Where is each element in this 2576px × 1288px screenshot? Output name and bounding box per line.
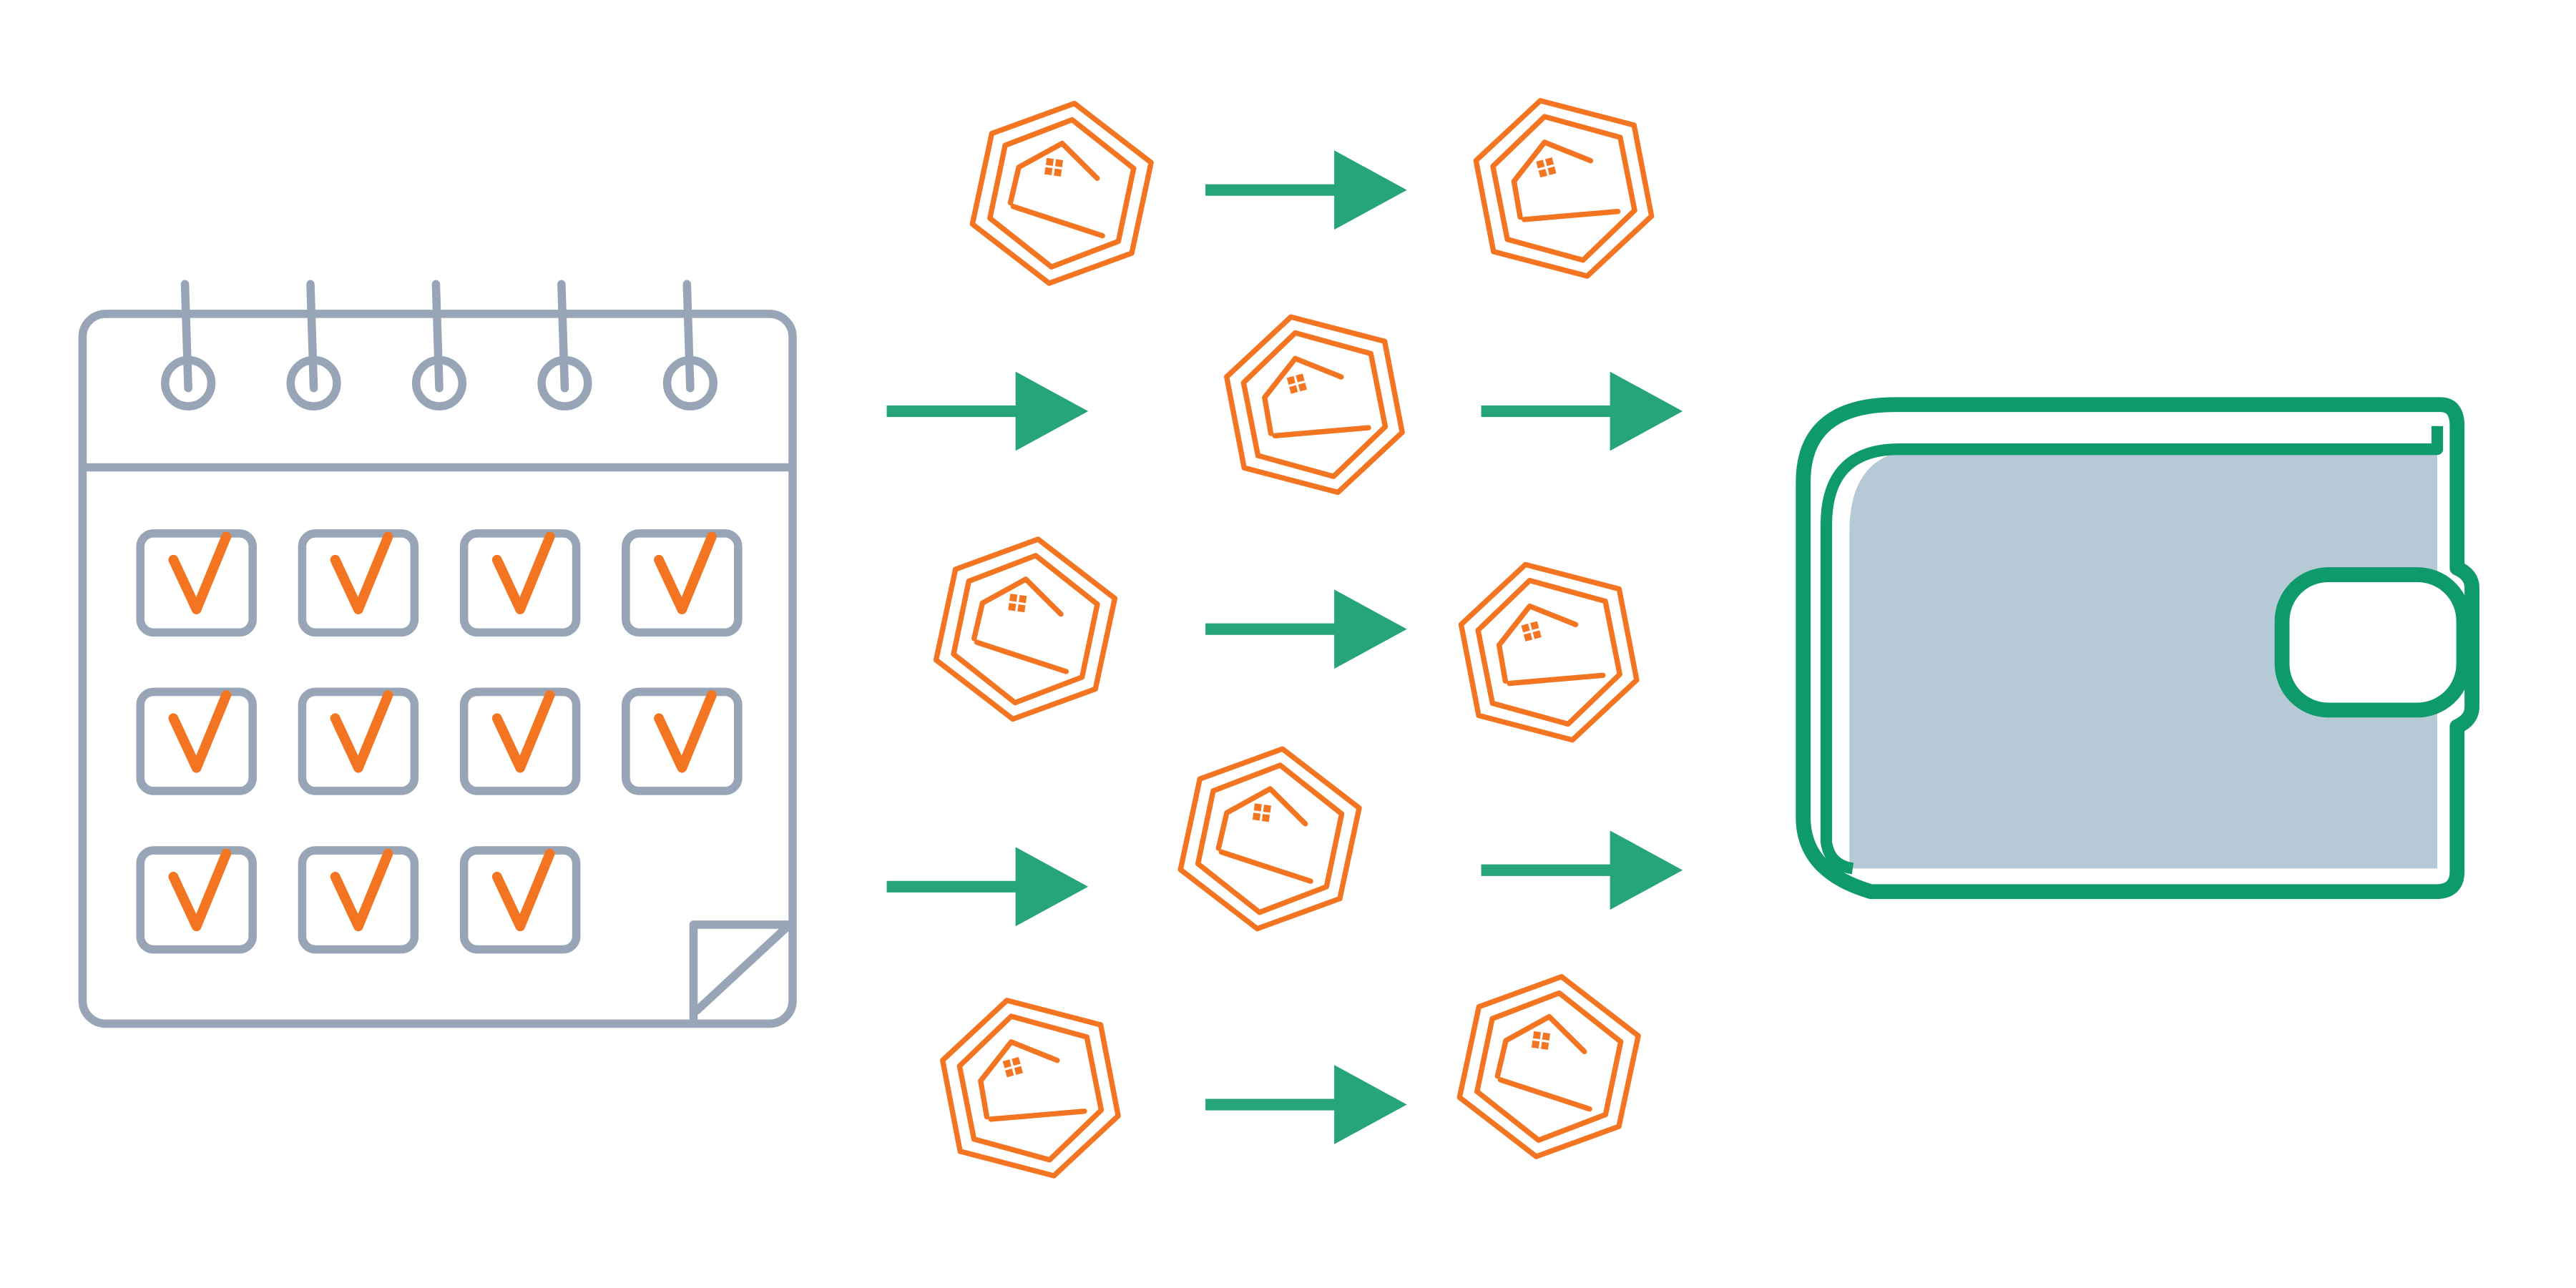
house-token-icon	[1210, 295, 1419, 514]
house-token-icon	[1444, 543, 1654, 762]
token-column-3	[1444, 79, 1669, 1168]
arrow-right-icon	[1205, 150, 1407, 230]
house-token-icon	[1174, 737, 1366, 940]
calendar-day-cell	[136, 687, 257, 795]
checkmark-icon	[654, 531, 717, 614]
arrow-right-icon	[1482, 830, 1683, 910]
calendar-day-cell	[136, 529, 257, 637]
calendar-ring	[161, 280, 216, 411]
calendar-day-cell	[459, 846, 581, 954]
calendar-ring	[286, 280, 341, 411]
calendar-day-cell	[298, 529, 419, 637]
house-token-icon	[926, 978, 1135, 1197]
calendar-day-cell	[622, 687, 743, 795]
checkmark-icon	[330, 848, 393, 932]
calendar-icon	[78, 280, 797, 1028]
house-token-icon	[929, 528, 1121, 731]
calendar-day-cell	[459, 529, 581, 637]
checkmark-icon	[491, 690, 555, 773]
wallet-outline	[1796, 397, 2479, 900]
arrow-right-icon	[1205, 589, 1407, 669]
checkmark-icon	[168, 848, 232, 932]
calendar-rings	[161, 280, 718, 411]
checkmark-icon	[330, 531, 393, 614]
checkmark-icon	[330, 690, 393, 773]
checkmark-icon	[491, 531, 555, 614]
checkmark-icon	[654, 690, 717, 773]
house-token-icon	[1459, 79, 1668, 298]
calendar-ring	[411, 280, 467, 411]
calendar-ring	[537, 280, 592, 411]
arrow-right-icon	[1482, 372, 1683, 451]
house-token-icon	[1453, 965, 1645, 1168]
checkmark-icon	[491, 848, 555, 932]
calendar-day-cell	[298, 687, 419, 795]
arrow-right-icon	[887, 847, 1089, 926]
checkmark-icon	[168, 531, 232, 614]
wallet-inner-edge	[1820, 426, 2444, 875]
calendar-day-cell	[298, 846, 419, 954]
token-column-1	[926, 92, 1158, 1197]
wallet-clasp	[2274, 567, 2472, 718]
calendar-day-cell	[622, 529, 743, 637]
wallet-interior	[1849, 449, 2438, 869]
calendar-day-cell	[136, 846, 257, 954]
house-token-icon	[966, 92, 1157, 295]
checkmark-icon	[168, 690, 232, 773]
arrow-right-icon	[887, 372, 1089, 451]
wallet-icon	[1796, 397, 2479, 900]
calendar-ring	[662, 280, 718, 411]
calendar-day-cell	[459, 687, 581, 795]
arrow-right-icon	[1205, 1065, 1407, 1144]
page-curl	[689, 920, 797, 1023]
calendar-day-grid	[136, 529, 743, 954]
